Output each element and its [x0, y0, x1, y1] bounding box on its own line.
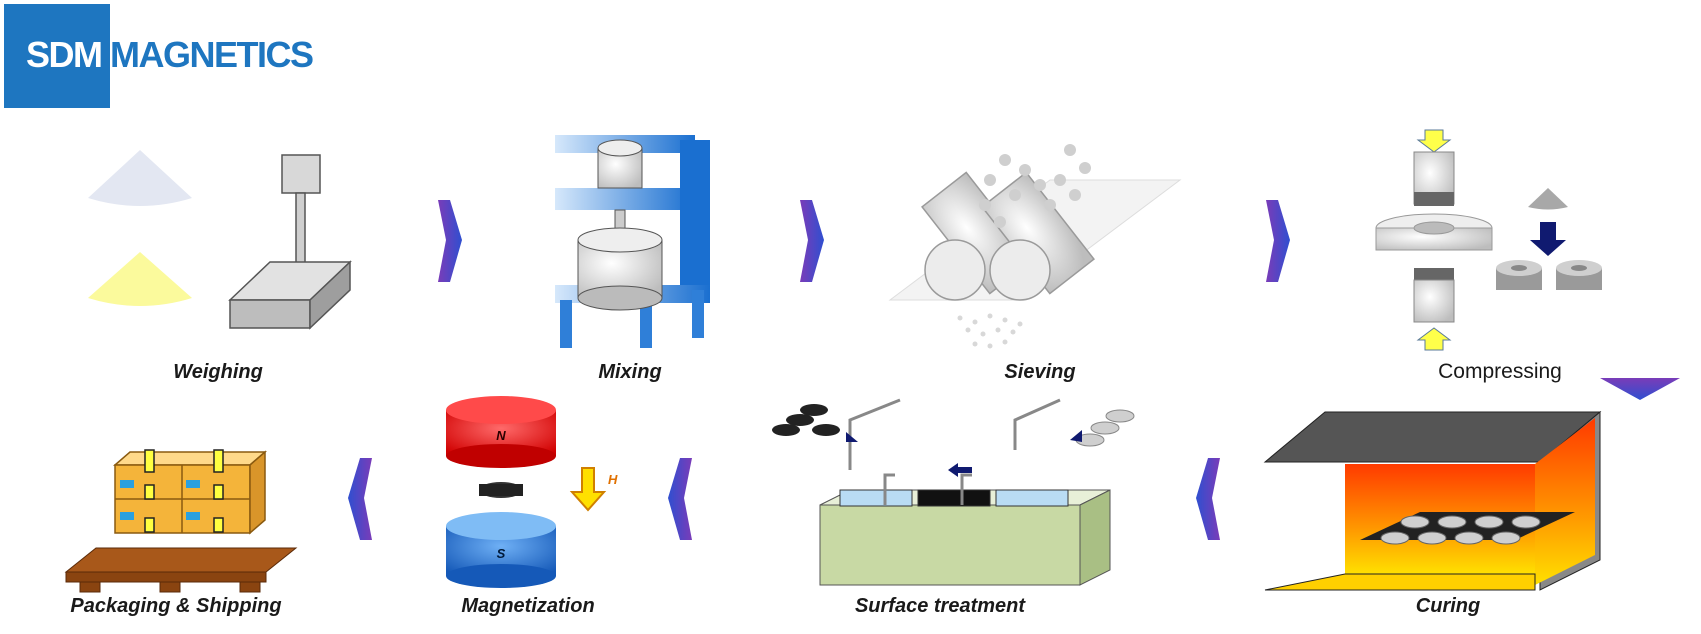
mixer-illustration: [555, 135, 710, 348]
powder-pile-icon: [1528, 188, 1568, 210]
magnetic-field-arrow-icon: [569, 467, 607, 512]
arrow-magnetization-to-packaging-icon: [348, 458, 372, 540]
untreated-rings-icon: [1075, 409, 1135, 447]
step-label-mixing: Mixing: [598, 361, 662, 383]
yellow-powder-pile-icon: [88, 252, 192, 306]
arrow-curing-to-surface-treatment-icon: [1196, 458, 1220, 540]
magnet-south-label: S: [497, 546, 506, 561]
step-label-packaging-shipping: Packaging & Shipping: [70, 595, 282, 617]
step-label-curing: Curing: [1415, 595, 1481, 617]
magnetizer-illustration: [446, 396, 607, 588]
arrow-sieving-to-compressing-icon: [1266, 200, 1290, 282]
down-arrow-icon: [1530, 222, 1566, 256]
sieve-illustration: [888, 144, 1182, 349]
logo-text: SDM MAGNETICS: [26, 34, 314, 76]
logo-text-magnetics: MAGNETICS: [110, 34, 314, 75]
step-label-compressing: Compressing: [1438, 360, 1562, 383]
pallet-illustration: [64, 449, 298, 593]
surface-treatment-illustration: [772, 398, 1135, 586]
arrow-surface-treatment-to-magnetization-icon: [668, 458, 692, 540]
grey-powder-pile-icon: [88, 150, 192, 206]
treated-rings-icon: [772, 404, 840, 436]
press-illustration: [1375, 129, 1602, 351]
compressed-rings-icon: [1496, 260, 1602, 290]
furnace-illustration: [1263, 410, 1602, 591]
down-force-arrow-icon: [1416, 129, 1452, 153]
left-arrow-icon: [948, 463, 972, 477]
sdm-magnetics-logo: SDM MAGNETICS: [4, 4, 334, 108]
step-label-surface-treatment: Surface treatment: [854, 595, 1026, 617]
magnet-north-label: N: [496, 428, 506, 443]
field-h-label: H: [608, 472, 618, 487]
step-label-magnetization: Magnetization: [461, 595, 595, 617]
logo-box: [4, 4, 110, 108]
up-force-arrow-icon: [1416, 327, 1452, 351]
arrow-weighing-to-mixing-icon: [438, 200, 462, 282]
up-left-arrow-icon: [846, 432, 858, 442]
weighing-illustration: [88, 150, 352, 330]
sieved-particles: [957, 313, 1023, 349]
flow-arrows: [348, 200, 1680, 540]
step-label-sieving: Sieving: [1004, 361, 1076, 383]
step-label-weighing: Weighing: [173, 361, 263, 383]
arrow-mixing-to-sieving-icon: [800, 200, 824, 282]
logo-text-sdm: SDM: [26, 34, 103, 75]
scale-icon: [228, 154, 352, 330]
arrow-compressing-to-curing-icon: [1600, 378, 1680, 400]
down-left-arrow-icon: [1070, 430, 1082, 442]
